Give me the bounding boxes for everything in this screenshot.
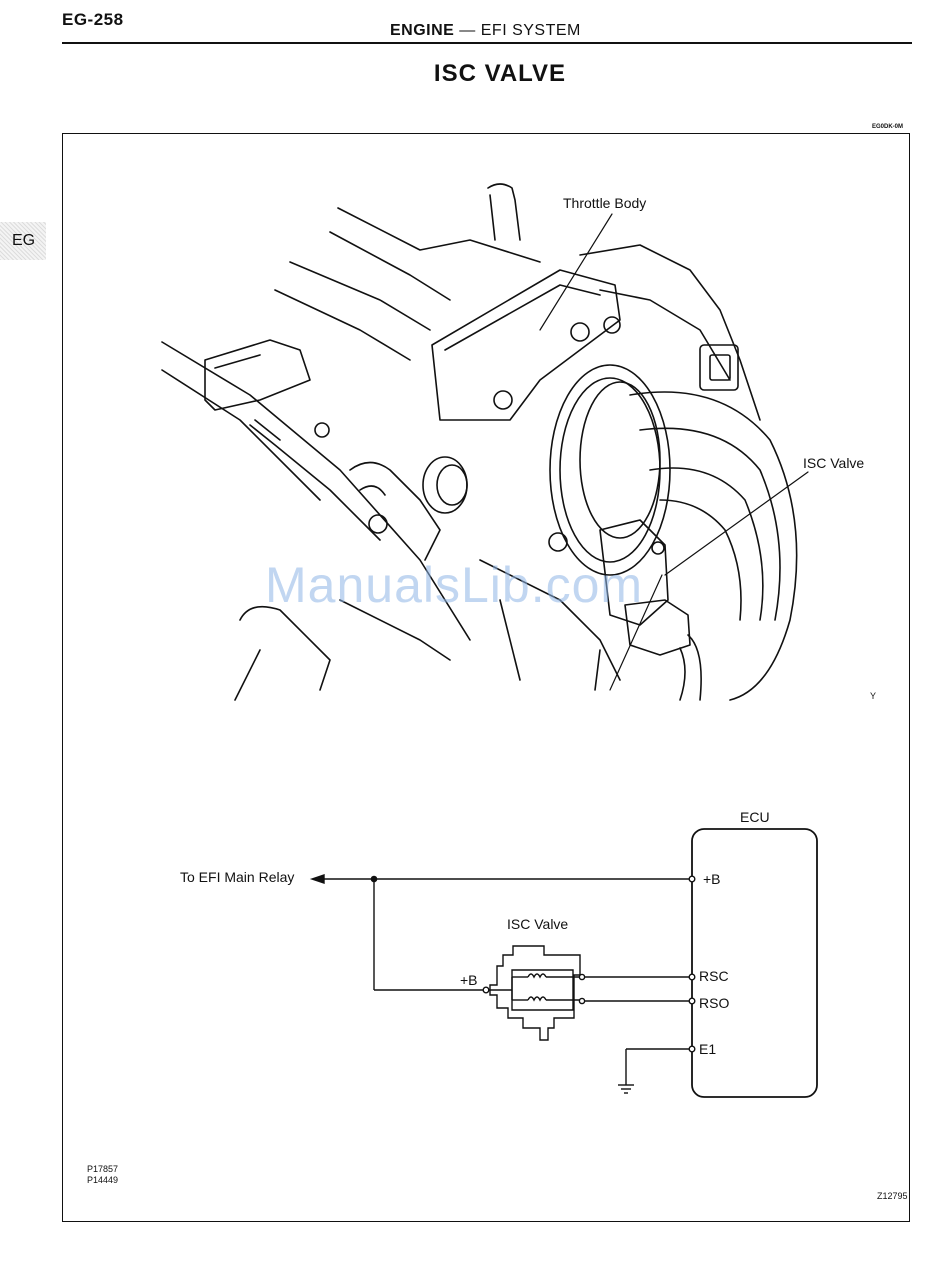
part-code: P17857 — [87, 1164, 118, 1174]
ecu-pin-label: +B — [703, 871, 721, 887]
label-ecu: ECU — [740, 809, 770, 825]
ecu-pin — [689, 876, 695, 882]
valve-b-terminal — [483, 987, 489, 993]
coil-rso — [528, 997, 546, 1000]
isc-valve-symbol — [490, 946, 580, 1040]
ecu-pin — [689, 998, 695, 1004]
isc-valve-inner — [512, 970, 573, 1010]
ecu-pin-label: E1 — [699, 1041, 716, 1057]
rsc-valve-terminal — [579, 974, 584, 979]
ecu-pin-label: RSO — [699, 995, 729, 1011]
coil-rsc — [528, 974, 546, 977]
figure-code: Z12795 — [877, 1191, 908, 1201]
label-to-relay: To EFI Main Relay — [180, 869, 294, 885]
label-valve-b: +B — [460, 972, 478, 988]
ecu-pin — [689, 1046, 695, 1052]
rso-valve-terminal — [579, 998, 584, 1003]
label-isc-valve-schematic: ISC Valve — [507, 916, 568, 932]
ecu-pin-label: RSC — [699, 968, 729, 984]
ecu-pin — [689, 974, 695, 980]
part-code: P14449 — [87, 1175, 118, 1185]
arrow-relay — [312, 875, 324, 883]
